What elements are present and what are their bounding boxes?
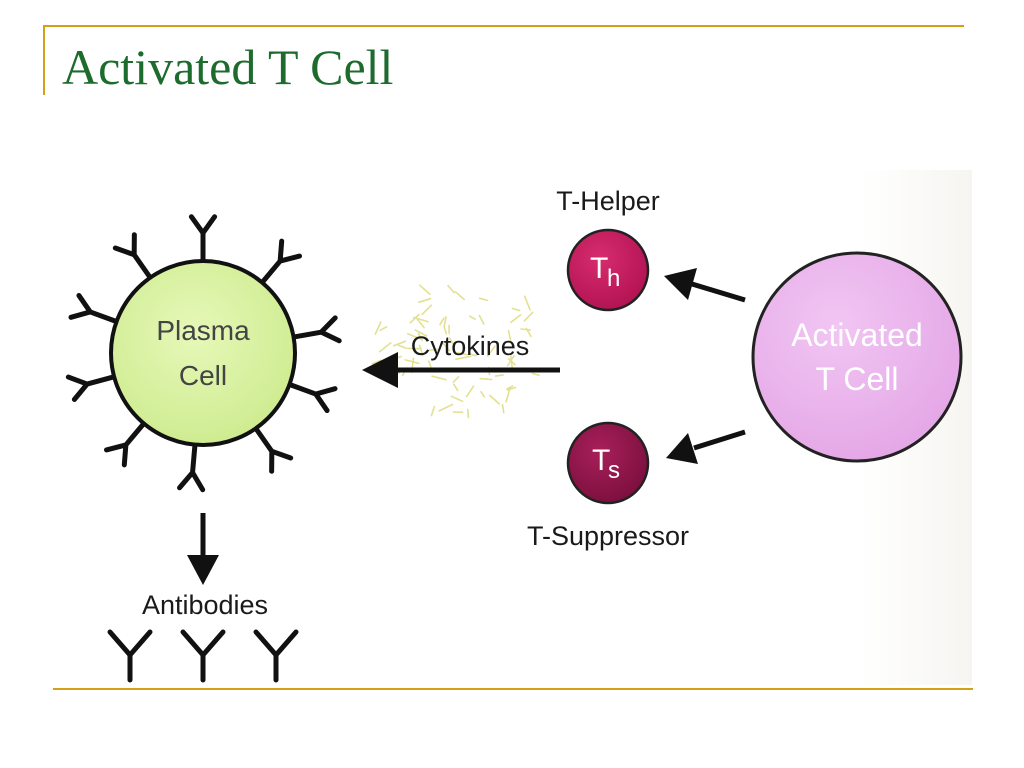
cytokine-particle (430, 405, 436, 417)
receptor-9 (68, 292, 118, 324)
antibody-1 (107, 629, 153, 683)
cytokine-particle (427, 360, 432, 368)
cytokine-particle (511, 307, 521, 312)
cytokines-label: Cytokines (411, 331, 530, 361)
antibodies-label: Antibodies (142, 590, 268, 620)
receptor-8 (65, 374, 115, 402)
cytokine-particle (531, 372, 540, 377)
cytokine-particle (392, 340, 407, 347)
cytokine-particle (412, 316, 429, 323)
slide-title: Activated T Cell (62, 39, 394, 95)
cytokine-particle (501, 403, 505, 414)
helper-arrow-head (664, 268, 697, 300)
cytokine-particle (438, 403, 454, 412)
plasma-cell-label-line1: Plasma (156, 315, 250, 346)
cytokine-particle (418, 284, 431, 295)
cytokine-particle (525, 327, 532, 338)
cytokine-particle (378, 342, 392, 353)
title-rule-left (43, 25, 45, 95)
cytokine-particle (450, 395, 464, 403)
cytokine-particle (447, 284, 455, 294)
cytokine-particle (443, 326, 448, 335)
cytokine-particle (454, 351, 469, 356)
cytokine-particle (523, 311, 534, 322)
cytokine-particle (452, 383, 459, 392)
t-suppressor-subscript: s (608, 457, 620, 484)
cytokine-particle (439, 317, 445, 326)
cytokines-arrow-head (362, 352, 398, 388)
activated-t-cell-label-line1: Activated (791, 317, 923, 353)
t-suppressor-cell (566, 421, 650, 505)
activated-t-cell (751, 251, 963, 463)
cytokine-particle (418, 344, 424, 357)
activated-t-cell-label-line2: T Cell (816, 361, 899, 397)
cytokine-particle (371, 359, 383, 365)
receptor-6 (177, 444, 206, 493)
cytokine-particle (505, 386, 512, 403)
cytokine-particle (510, 313, 522, 324)
t-suppressor-label: T-Suppressor (527, 521, 689, 551)
antibody-3 (253, 629, 299, 683)
cytokine-particle (441, 341, 451, 352)
cytokine-particle (478, 297, 489, 302)
cytokine-particle (443, 315, 447, 328)
receptor-4 (288, 382, 338, 414)
cytokine-particle (421, 304, 433, 316)
cytokine-particle (452, 376, 460, 383)
antibody-2 (180, 629, 226, 683)
cytokine-particle (406, 332, 422, 340)
antibodies-arrow-head (187, 555, 219, 585)
cytokine-particle (494, 374, 504, 377)
receptor-3 (293, 315, 342, 344)
receptor-10 (112, 232, 152, 279)
suppressor-arrow-head (666, 433, 698, 464)
receptor-2 (260, 238, 302, 284)
cytokine-particle (469, 353, 477, 357)
t-suppressor-symbol: T (592, 444, 610, 477)
plasma-cell-receptors (65, 214, 342, 493)
t-helper-cell (566, 228, 650, 312)
cytokine-particle (397, 344, 407, 350)
cytokine-particle (379, 325, 388, 332)
receptor-1 (188, 214, 218, 262)
t-helper-subscript: h (607, 265, 620, 292)
cytokine-particle (455, 355, 472, 361)
cytokine-particle (418, 297, 432, 304)
bottom-rule (53, 688, 973, 690)
cytokine-particle (404, 359, 420, 365)
cytokine-particle (454, 290, 466, 301)
cytokine-particle (478, 314, 485, 325)
t-helper-symbol: T (590, 252, 608, 285)
t-helper-label: T-Helper (556, 186, 660, 216)
suppressor-arrow-shaft (693, 429, 746, 451)
cytokine-particle (414, 329, 428, 337)
cytokine-particle (431, 375, 447, 381)
cytokine-particle (480, 390, 486, 398)
cytokine-particle (374, 321, 382, 336)
title-rule-top (43, 25, 964, 27)
cytokine-particle (507, 329, 512, 342)
cytokine-particle (486, 345, 496, 357)
cytokine-particle (488, 394, 501, 405)
helper-arrow-shaft (691, 281, 746, 303)
cytokine-particle (465, 385, 475, 398)
cytokine-particle (469, 315, 476, 321)
receptor-7 (104, 422, 146, 468)
cytokine-particle (520, 328, 532, 331)
cytokine-particle (479, 377, 493, 381)
cytokine-particle (417, 332, 423, 342)
cytokine-particle (448, 337, 456, 347)
plasma-cell (109, 259, 297, 447)
cytokine-particle (523, 295, 531, 311)
cytokine-particle (428, 348, 442, 352)
receptor-5 (254, 427, 294, 474)
plasma-cell-label-line2: Cell (179, 360, 227, 391)
cytokine-particle (466, 408, 470, 419)
